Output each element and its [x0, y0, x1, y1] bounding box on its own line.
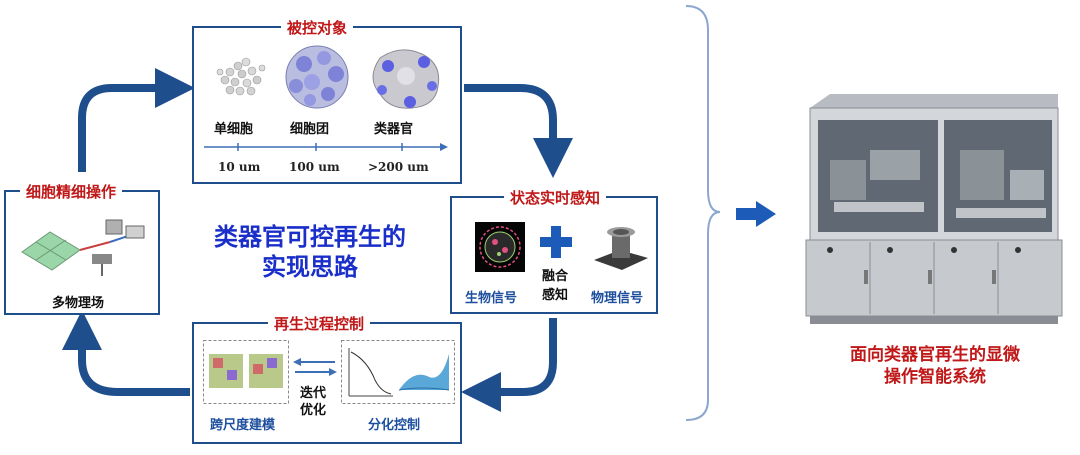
organoid-images — [216, 45, 440, 109]
organoid-label: 类器官 — [374, 122, 414, 137]
physical-signal-label: 物理信号 — [591, 291, 644, 306]
cell-cluster-label: 细胞团 — [290, 122, 330, 137]
iteration-label-line2: 优化 — [300, 403, 327, 418]
center-title: 类器官可控再生的 实现思路 — [180, 222, 440, 282]
multiphysics-image — [21, 219, 145, 276]
scale-axis — [204, 143, 448, 151]
organoid-image — [372, 49, 440, 109]
arrow-target-to-sensing — [464, 84, 573, 178]
multiphysics-label: 多物理场 — [52, 296, 105, 311]
modeling-label: 跨尺度建模 — [210, 418, 276, 433]
bio-signal-label: 生物信号 — [465, 291, 518, 306]
scale-tick-200um: >200 um — [368, 160, 429, 174]
physical-signal-image — [594, 227, 648, 270]
differentiation-image — [341, 340, 455, 404]
control-panel-title: 再生过程控制 — [268, 313, 371, 334]
system-title-line2: 操作智能系统 — [884, 367, 986, 387]
differentiation-label: 分化控制 — [368, 418, 421, 433]
arrow-control-to-manip — [62, 310, 190, 396]
center-title-line1: 类器官可控再生的 — [214, 223, 406, 251]
center-title-line2: 实现思路 — [262, 253, 358, 281]
cell-cluster-image — [285, 45, 349, 109]
iteration-arrows — [293, 358, 337, 376]
target-panel-title: 被控对象 — [281, 17, 354, 38]
system-title: 面向类器官再生的显微 操作智能系统 — [810, 344, 1060, 388]
plus-icon — [540, 226, 572, 258]
scale-tick-10um: 10 um — [218, 160, 261, 174]
arrow-sensing-to-control — [461, 318, 557, 412]
system-title-line1: 面向类器官再生的显微 — [850, 345, 1020, 365]
fusion-label-line2: 感知 — [542, 288, 569, 303]
arrow-manip-to-target — [78, 68, 195, 172]
scale-tick-100um: 100 um — [289, 160, 340, 174]
cycle-arrows — [62, 68, 573, 412]
bio-signal-image — [475, 222, 525, 272]
fusion-label-line1: 融合 — [542, 269, 569, 284]
right-brace — [685, 5, 721, 421]
arrow-to-system-icon — [736, 201, 776, 227]
microscope-system-image — [805, 94, 1063, 324]
sensing-panel-title: 状态实时感知 — [504, 187, 607, 208]
manip-panel — [4, 190, 160, 315]
single-cell-label: 单细胞 — [214, 122, 254, 137]
modeling-image — [203, 340, 289, 404]
manip-panel-title: 细胞精细操作 — [20, 181, 123, 202]
single-cell-image — [216, 57, 266, 96]
iteration-label-line1: 迭代 — [300, 386, 327, 401]
